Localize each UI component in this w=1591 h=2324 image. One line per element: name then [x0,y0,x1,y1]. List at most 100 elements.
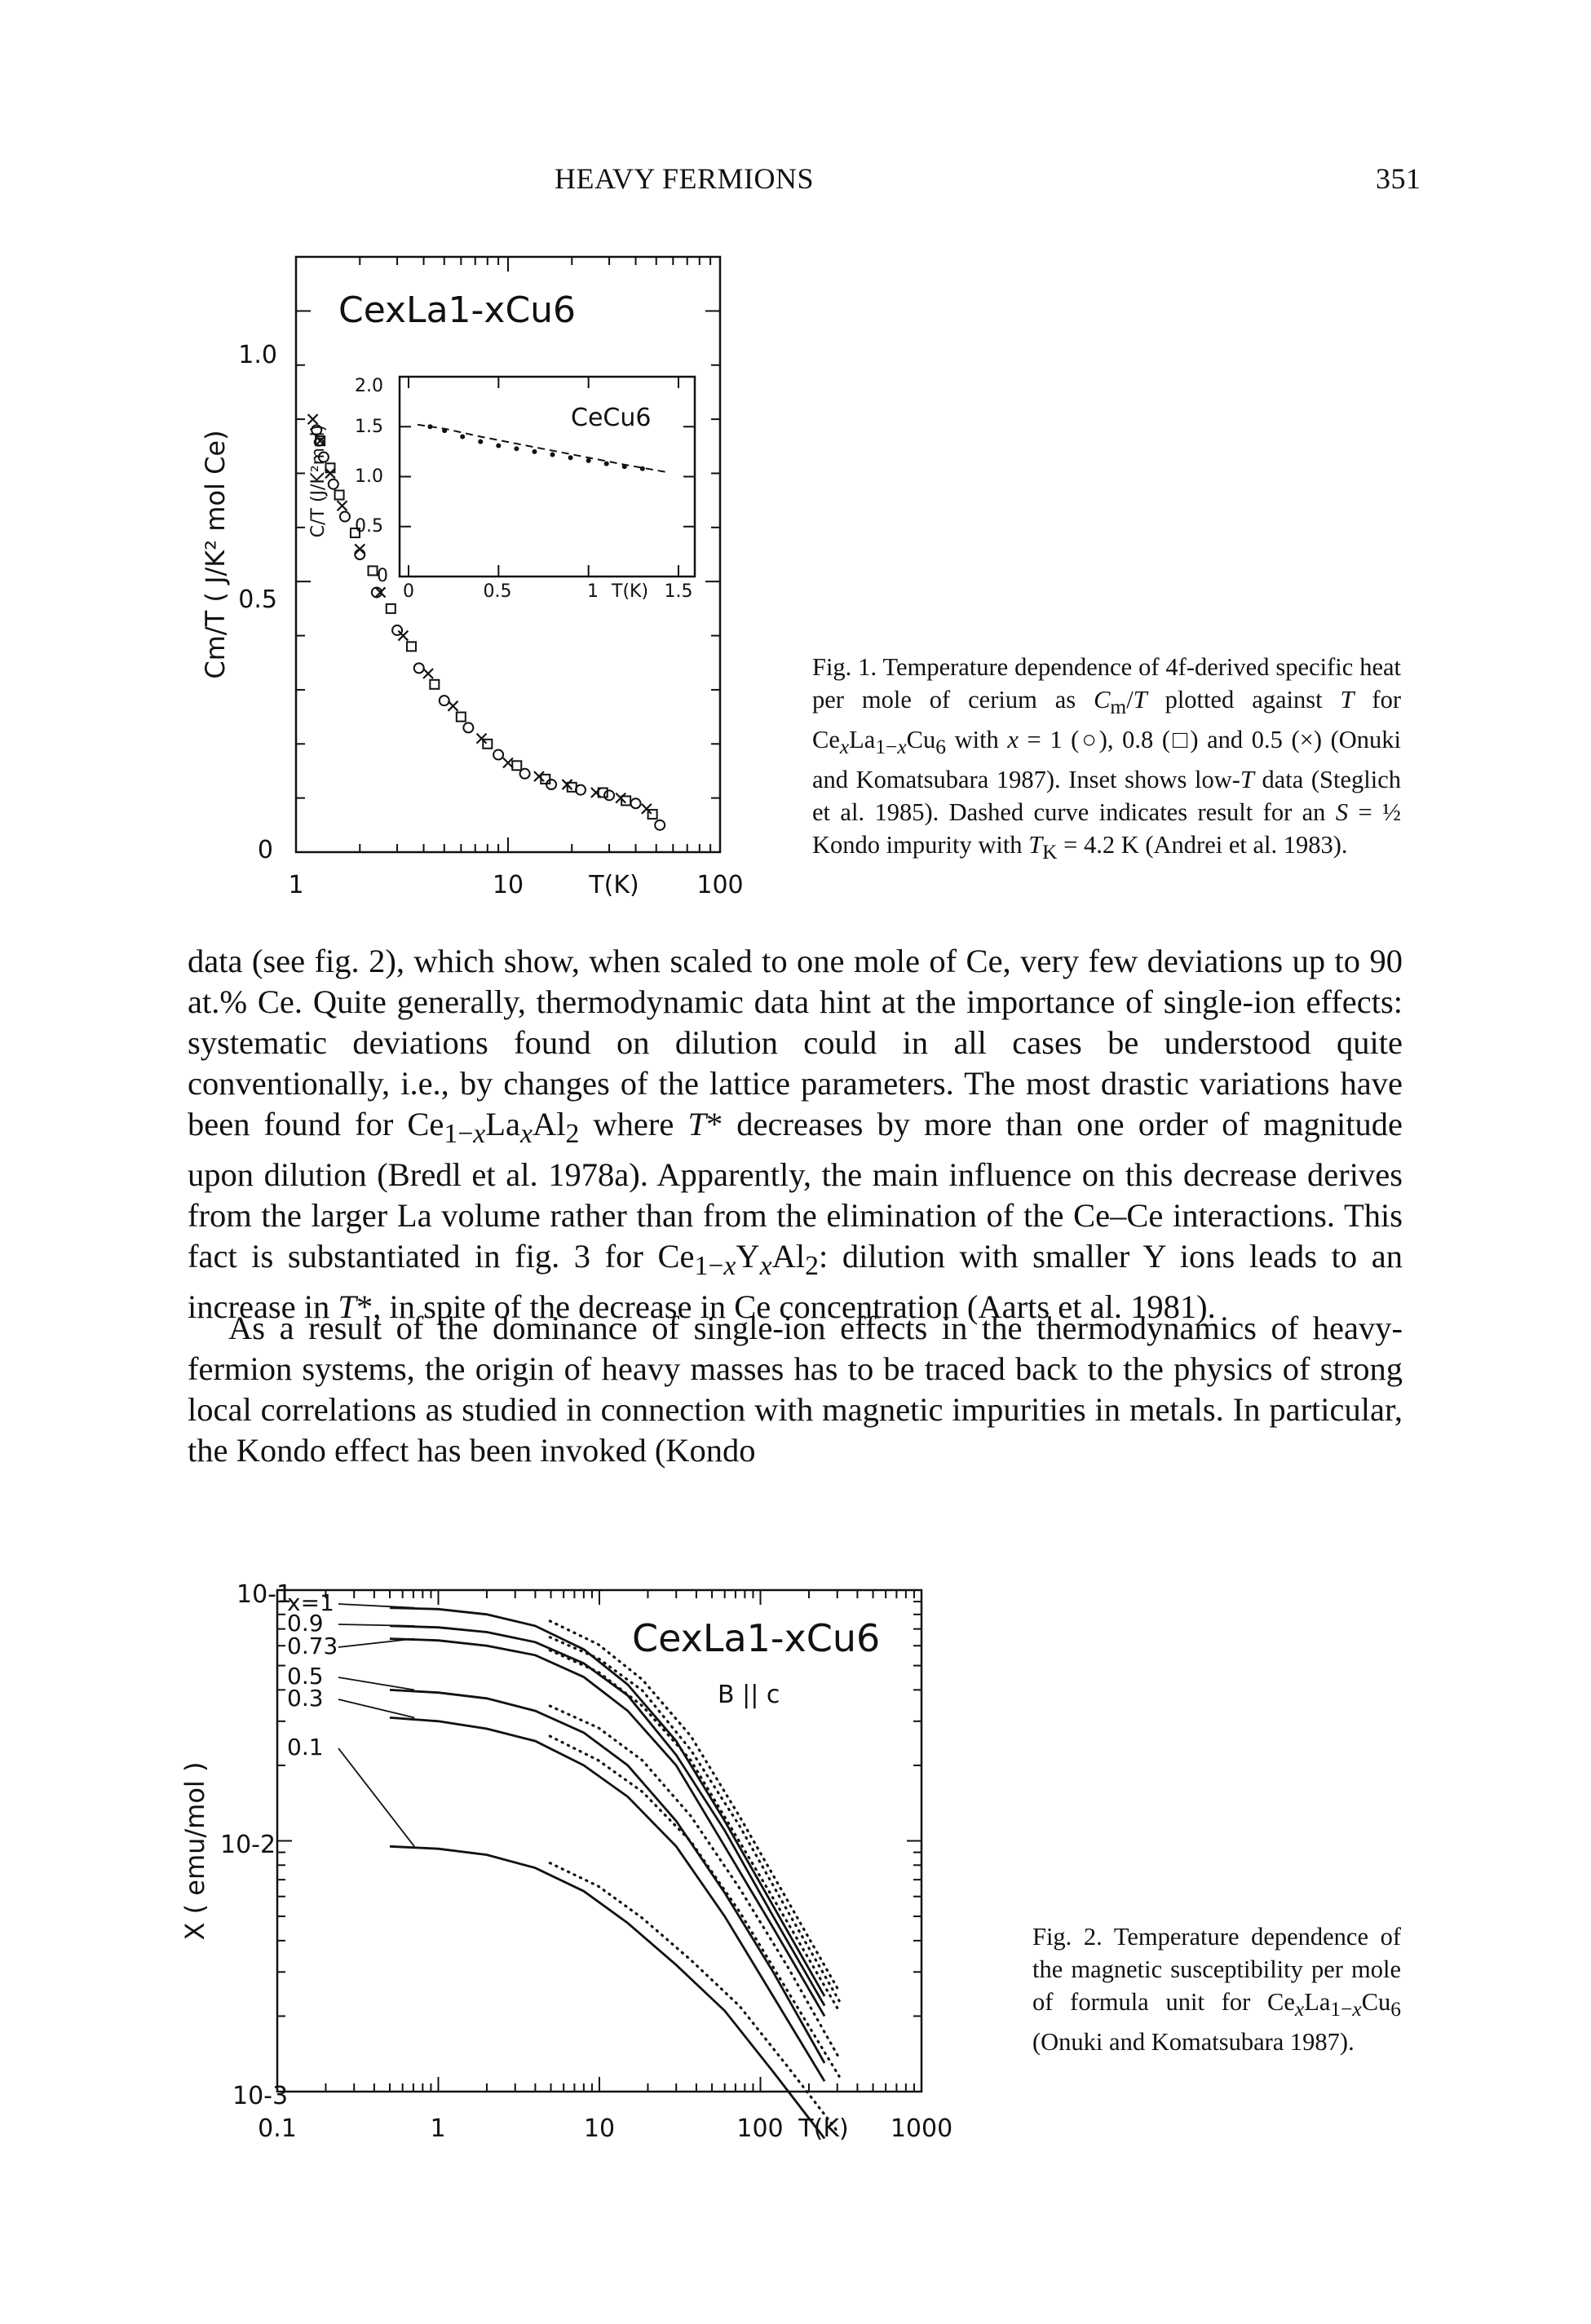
fig1-data-point-circle [630,797,642,810]
fig1-data-point-cross [314,435,326,447]
fig2-series-leader [338,1699,415,1719]
fig1-data-point-square [405,641,417,652]
fig2-series-leader [338,1637,415,1648]
fig1-inset-x-tick: 1 [587,581,599,602]
fig2-series-line [389,1624,826,2007]
fig1-inset-data-point [586,457,591,463]
fig1-data-point-circle [391,624,404,636]
fig1-data-point-circle [519,767,531,780]
body-paragraph-1-text: data (see fig. 2), which show, when scal… [188,943,1403,1326]
fig2-series-leader [338,1747,415,1847]
fig1-data-point-cross [336,500,348,512]
fig1-data-point-square [482,738,493,749]
fig1-y-tick-label: 0 [258,836,273,864]
fig2-series-leader [338,1624,415,1627]
fig1-inset-label: CeCu6 [571,404,651,432]
page-number: 351 [1376,162,1421,195]
fig1-data-point-cross [641,803,652,815]
fig2-series-label: 0.9 [287,1610,324,1637]
fig1-data-point-square [597,787,608,798]
fig1-y-tick-label: 0.5 [238,585,277,614]
fig2-x-tick-label: 1 [430,2114,445,2143]
fig1-data-point-square [566,781,577,793]
fig1-inset-data-point [478,439,484,444]
fig1-inset-data [417,423,670,474]
figure-2-caption: Fig. 2. Temperature dependence of the ma… [1032,1920,1401,2058]
fig1-data-point-circle [493,749,505,761]
figure-1-caption-text: Fig. 1. Temperature dependence of 4f-der… [812,653,1401,864]
fig2-subtitle: B || c [718,1681,780,1709]
fig2-series-line [389,1716,826,2083]
fig1-data-point-square [367,565,378,577]
fig1-data-point-circle [327,478,339,490]
fig2-x-axis-label: T(K) [798,2114,848,2143]
fig1-inset-data-point [550,452,555,457]
fig1-data-point-circle [438,695,450,707]
fig1-inset-data-point [442,428,448,434]
figure-1-specific-heat-chart: Cm/T ( J/K² mol Ce) 1.0 0.5 0 1 10 100 T… [200,255,744,899]
fig1-data-point-circle [603,789,616,802]
running-title: HEAVY FERMIONS [555,162,815,195]
fig1-inset-y-tick: 0.5 [355,516,383,537]
fig1-data-point-cross [422,668,434,679]
fig2-series-dotted [548,1649,841,2013]
fig1-inset-ticks [400,376,695,577]
fig2-series-line [389,1606,826,1997]
fig1-data-point-cross [374,586,387,599]
fig2-x-tick-label: 0.1 [258,2114,297,2143]
fig1-data-point-square [455,711,466,722]
fig2-x-tick-label: 100 [736,2114,783,2143]
fig2-series-dotted [548,1734,841,2078]
fig2-y-tick-label: 10-2 [220,1831,276,1859]
fig1-inset-x-axis-label: T(K) [611,581,648,602]
fig1-data-point-cross [502,757,514,769]
fig1-inset-data-point [603,461,609,466]
fig2-series-label: 0.73 [287,1633,338,1659]
fig1-data-point-circle [354,549,366,560]
fig1-inset-y-tick: 1.5 [355,417,383,437]
fig2-series-line [389,1689,826,2064]
fig1-data-point-circle [654,819,666,831]
fig1-inset-x-tick: 1.5 [665,581,693,602]
fig2-series-dotted [548,1619,841,1993]
fig1-data-point-cross [590,787,602,798]
fig1-ticks [295,256,720,853]
fig1-y-axis-label: Cm/T ( J/K² mol Ce) [200,430,231,678]
fig2-series-line [389,1637,826,2017]
fig2-y-tick-label: 10-3 [232,2082,288,2110]
fig1-x-tick-label: 100 [696,871,743,899]
body-paragraph-2: As a result of the dominance of single-i… [188,1308,1403,1471]
fig1-data-point-square [334,489,345,501]
fig1-data-point-cross [354,543,366,555]
fig1-data-point-square [647,809,658,820]
fig1-data-point-circle [311,424,323,436]
fig1-inset-data-point [514,446,519,452]
fig1-data-point-cross [615,792,626,804]
body-paragraph-2-text: As a result of the dominance of single-i… [188,1310,1403,1469]
fig2-series-label: x=1 [287,1589,334,1616]
fig1-inset-data-point [621,464,627,470]
fig1-inset-y-axis-label: C/T (J/K²mol) [308,425,329,538]
body-paragraph-1: data (see fig. 2), which show, when scal… [188,941,1403,1328]
fig1-data-point-square [315,435,326,447]
fig1-inset-y-tick: 2.0 [355,376,383,396]
fig2-y-axis-label: X ( emu/mol ) [179,1762,210,1941]
fig2-ticks [276,1590,921,2092]
fig1-x-tick-label: 1 [288,871,303,899]
fig2-x-tick-label: 10 [584,2114,615,2143]
fig1-data-point-square [621,795,632,806]
fig1-data-point-square [349,527,360,538]
fig1-data-point-square [511,760,523,771]
fig1-inset-x-tick: 0 [403,581,414,602]
fig2-y-tick-label: 10-1 [236,1580,292,1609]
fig2-title: CexLa1-xCu6 [632,1616,880,1660]
fig1-data-point-circle [546,779,558,791]
fig1-data-point-circle [413,662,425,674]
fig2-series-dotted [548,1704,841,2060]
fig1-data-point-square [429,678,440,690]
fig1-data-point-square [385,603,396,614]
fig1-inset-data-point [639,466,645,471]
fig1-inset-data-point [460,434,466,440]
fig1-data-point-cross [307,413,319,425]
fig1-inset-data-point [427,424,433,430]
